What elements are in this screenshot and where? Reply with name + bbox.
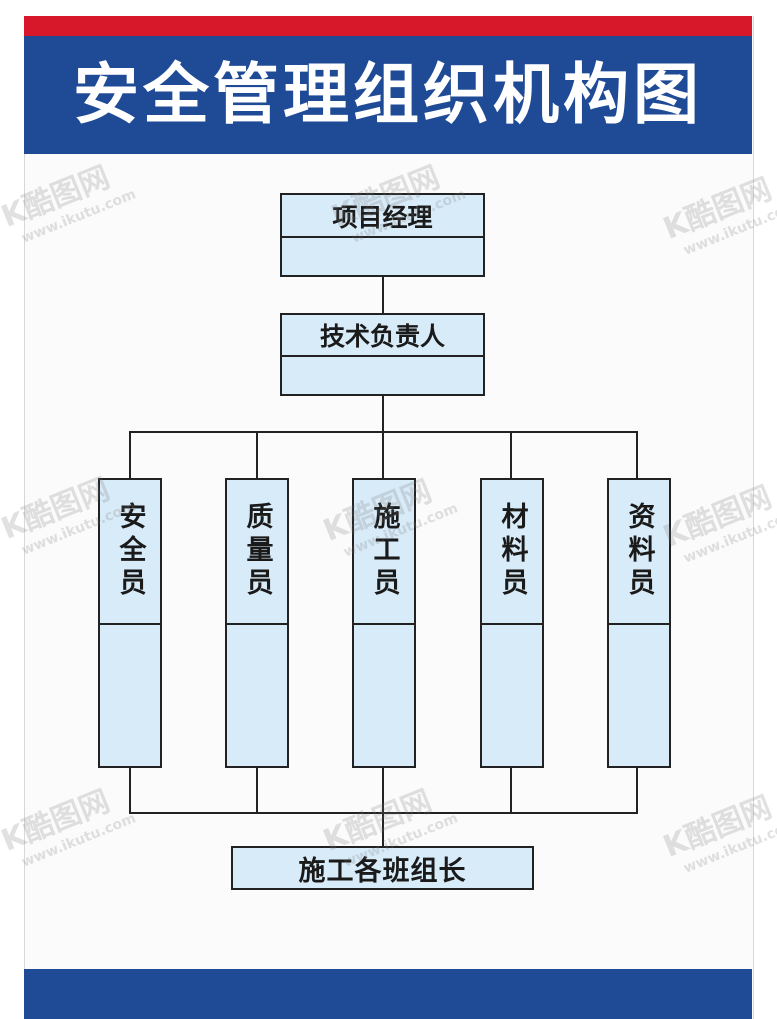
connector-bottom-bar: [129, 812, 638, 814]
connector-drop-4: [510, 431, 512, 479]
staff-label-safety: 安全员: [100, 480, 160, 625]
footer-band: [24, 969, 752, 1019]
connector-rise-2: [256, 766, 258, 813]
connector-drop-2: [256, 431, 258, 479]
staff-box-materials: 材料员: [480, 478, 544, 768]
connector-drop-5: [636, 431, 638, 479]
staff-box-documents: 资料员: [607, 478, 671, 768]
staff-box-quality: 质量员: [225, 478, 289, 768]
technical-lead-label: 技术负责人: [282, 315, 483, 357]
top-red-stripe: [24, 16, 752, 36]
header-band: [24, 36, 752, 154]
project-manager-label: 项目经理: [282, 195, 483, 238]
staff-box-safety: 安全员: [98, 478, 162, 768]
connector-rise-1: [129, 766, 131, 813]
connector-rise-3: [382, 766, 384, 847]
connector-top: [382, 276, 384, 314]
staff-box-construction: 施工员: [352, 478, 416, 768]
staff-label-materials: 材料员: [482, 480, 542, 625]
connector-down: [382, 395, 384, 432]
staff-label-quality: 质量员: [227, 480, 287, 625]
connector-drop-1: [129, 431, 131, 479]
connector-drop-3: [382, 431, 384, 479]
team-leaders-box: 施工各班组长: [231, 846, 534, 890]
staff-label-documents: 资料员: [609, 480, 669, 625]
staff-label-construction: 施工员: [354, 480, 414, 625]
connector-rise-4: [510, 766, 512, 813]
page-title: 安全管理组织机构图: [73, 56, 703, 133]
project-manager-box: 项目经理: [280, 193, 485, 277]
connector-rise-5: [636, 766, 638, 813]
technical-lead-box: 技术负责人: [280, 313, 485, 396]
